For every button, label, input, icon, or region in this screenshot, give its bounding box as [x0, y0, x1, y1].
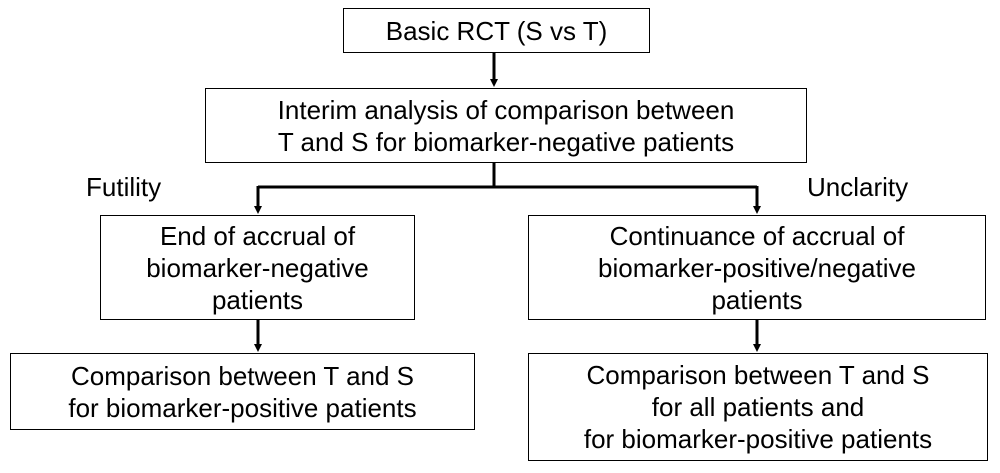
end-of-accrual-line-1: End of accrual of [159, 220, 356, 251]
right-result-line-2: for all patients and [651, 392, 865, 422]
left-result-line-2: for biomarker-positive patients [68, 392, 417, 423]
start-box-line-1: Basic RCT (S vs T) [385, 15, 608, 46]
continuance-line-1: Continuance of accrual of [609, 220, 905, 251]
continuance-line-3: patients [711, 284, 803, 315]
right-result-line-3: for biomarker-positive patients [583, 424, 933, 454]
right-result-line-1: Comparison between T and S [586, 360, 930, 390]
interim-box-line-1: Interim analysis of comparison between [277, 94, 735, 125]
left-result-box: Comparison between T and S for biomarker… [10, 353, 475, 430]
continuance-line-2: biomarker-positive/negative [598, 252, 916, 283]
interim-box-line-2: T and S for biomarker-negative patients [277, 126, 735, 157]
end-of-accrual-line-2: biomarker-negative [146, 252, 369, 283]
end-of-accrual-box: End of accrual of biomarker-negative pat… [100, 215, 415, 320]
right-result-box: Comparison between T and S for all patie… [528, 353, 988, 461]
end-of-accrual-line-3: patients [211, 284, 304, 315]
left-result-line-1: Comparison between T and S [70, 360, 415, 391]
start-box: Basic RCT (S vs T) [343, 8, 650, 53]
interim-analysis-box: Interim analysis of comparison between T… [205, 88, 807, 163]
continuance-of-accrual-box: Continuance of accrual of biomarker-posi… [528, 215, 986, 320]
unclarity-label: Unclarity [807, 172, 909, 202]
futility-label: Futility [86, 172, 162, 202]
